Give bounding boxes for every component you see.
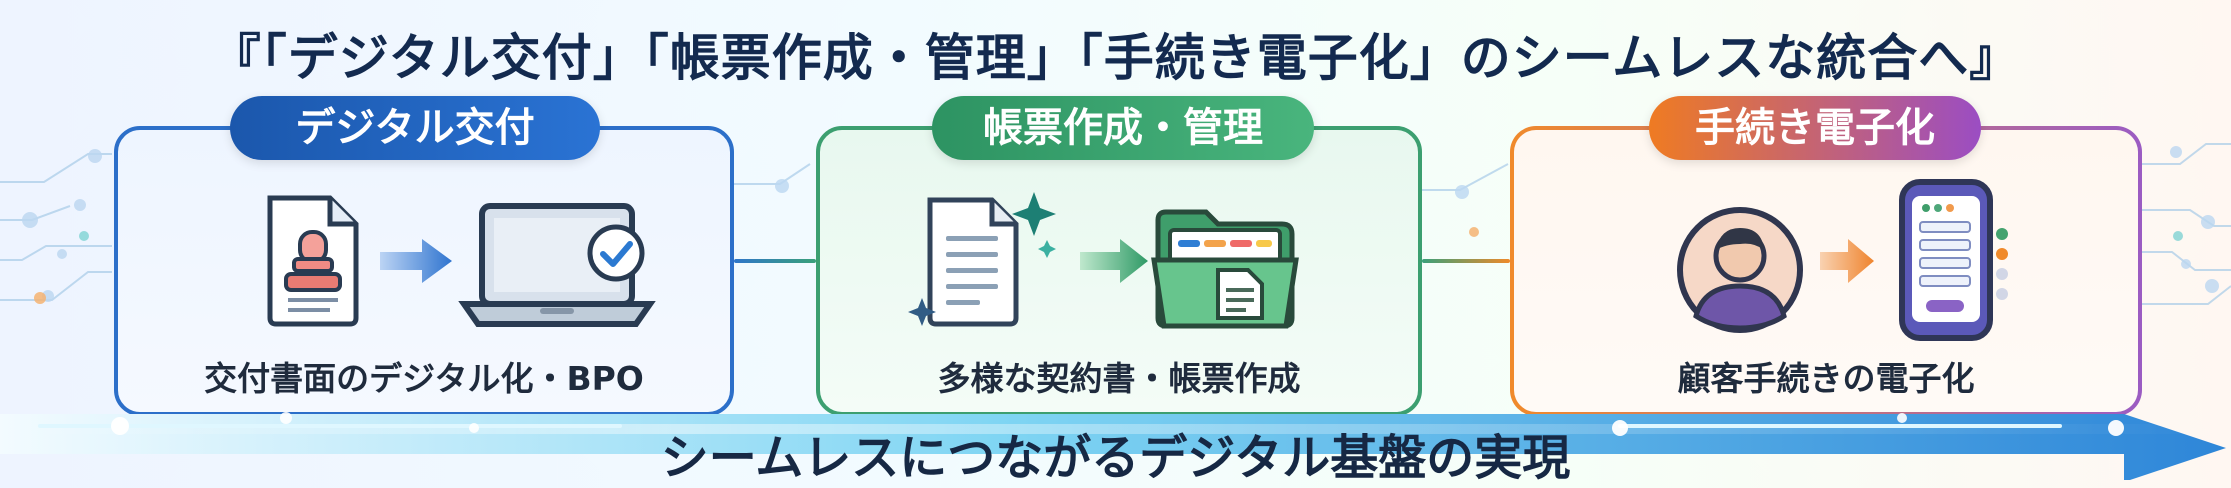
- folder-document-icon: [1151, 209, 1299, 329]
- service-caption-digital-delivery: 交付書面のデジタル化・BPO: [204, 359, 644, 398]
- service-connector-1: [734, 259, 816, 263]
- arrow-right-icon: [1820, 239, 1874, 283]
- arrow-right-icon: [1080, 239, 1148, 283]
- service-caption-procedure-digitization: 顧客手続きの電子化: [1677, 359, 1975, 398]
- service-card-procedure-digitization: 手続き電子化: [1510, 96, 2142, 416]
- diagram-title: 『「デジタル交付」「帳票作成・管理」「手続き電子化」のシームレスな統合へ』: [210, 29, 2021, 87]
- user-avatar-icon: [1677, 207, 1803, 333]
- service-caption-form-creation: 多様な契約書・帳票作成: [937, 359, 1301, 398]
- digital-foundation-band: [0, 394, 2231, 480]
- stamp-document-icon: [267, 195, 359, 327]
- service-pill-digital-delivery: デジタル交付: [230, 96, 600, 160]
- service-connector-2: [1422, 259, 1510, 263]
- foundation-label: シームレスにつながるデジタル基盤の実現: [660, 430, 1571, 486]
- foundation-arrow-graphic: [0, 412, 2231, 480]
- document-sparkle-icon: [908, 192, 1056, 327]
- smartphone-form-icon: [1899, 179, 2008, 341]
- service-pill-form-creation: 帳票作成・管理: [932, 96, 1314, 160]
- arrow-right-icon: [380, 239, 452, 283]
- laptop-check-icon: [458, 203, 656, 327]
- service-card-form-creation: 帳票作成・管理: [816, 96, 1422, 416]
- service-pill-procedure-digitization: 手続き電子化: [1649, 96, 1981, 160]
- service-card-digital-delivery: デジタル交付 交付書: [114, 96, 734, 416]
